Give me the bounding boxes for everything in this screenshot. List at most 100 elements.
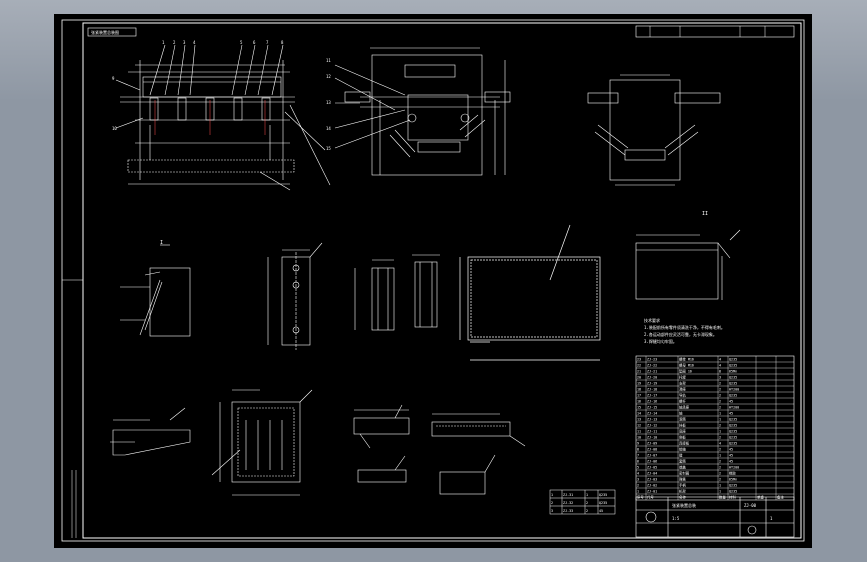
- title-block-drawing-no: ZJ-00: [744, 503, 757, 508]
- parts-table-cell: 2: [719, 466, 721, 470]
- parts-table-cell: Q235: [729, 382, 737, 386]
- detail-1-label: I: [160, 240, 163, 246]
- small-table-cell: 1: [551, 493, 553, 497]
- parts-table-cell: 20: [637, 376, 641, 380]
- seal-icon: [747, 525, 757, 535]
- parts-table-cell: ZJ-15: [647, 406, 657, 410]
- part-angle-bracket[interactable]: [635, 229, 741, 300]
- small-table-cell: Q235: [599, 493, 607, 497]
- parts-table-cell: ZJ-20: [647, 376, 657, 380]
- parts-table-cell: 手柄: [679, 483, 686, 488]
- part-wedge[interactable]: [110, 407, 191, 456]
- detail-2-label: II: [702, 211, 708, 217]
- front-view-assembly[interactable]: [115, 44, 331, 191]
- parts-table-cell: 挡板: [679, 423, 686, 428]
- parts-table-cell: 45: [729, 454, 733, 458]
- outer-border: [61, 19, 805, 542]
- part-large-plate[interactable]: [459, 224, 601, 361]
- parts-table-cell: ZJ-01: [647, 490, 657, 494]
- svg-text:8: 8: [281, 40, 284, 45]
- svg-text:15: 15: [326, 146, 331, 151]
- parts-table-cell: 导轨: [679, 393, 686, 398]
- hidden-lines: [154, 100, 266, 135]
- parts-table-cell: Q235: [729, 490, 737, 494]
- parts-table-cell: 11: [637, 430, 641, 434]
- parts-table-cell: 螺母 M16: [679, 363, 694, 368]
- parts-table-cell: ZJ-04: [647, 472, 657, 476]
- parts-table-cell: 2: [719, 448, 721, 452]
- part-long-plate[interactable]: [267, 242, 323, 350]
- parts-table-cell: ZJ-13: [647, 418, 657, 422]
- parts-table-cell: 6: [637, 460, 639, 464]
- section-view-middle[interactable]: [334, 47, 511, 176]
- small-table-cell: ZJ-33: [563, 509, 573, 513]
- title-block[interactable]: [635, 496, 795, 538]
- parts-table-cell: 1: [719, 430, 721, 434]
- parts-table-cell: ZJ-22: [647, 364, 657, 368]
- note-line-1: 1.装配前所有零件须清洗干净，不得有毛刺。: [644, 324, 725, 330]
- parts-table-cell: 22: [637, 364, 641, 368]
- parts-table-cell: 45: [729, 412, 733, 416]
- small-table-cell: 2: [551, 501, 553, 505]
- svg-text:4: 4: [193, 40, 196, 45]
- parts-table-cell: 端盖: [679, 465, 686, 470]
- parts-table-cell: 1: [719, 490, 721, 494]
- parts-table-cell: 4: [719, 358, 721, 362]
- parts-table-cell: 8: [637, 448, 639, 452]
- parts-table-cell: 4: [719, 364, 721, 368]
- parts-table-cell: 14: [637, 412, 641, 416]
- parts-table-cell: 65Mn: [729, 478, 737, 482]
- parts-table-cell: 45: [729, 460, 733, 464]
- small-table-cell: Q235: [599, 501, 607, 505]
- part-rail[interactable]: [431, 413, 526, 495]
- note-line-3: 3.焊缝均匀牢固。: [644, 338, 677, 344]
- parts-table-cell: 机架: [679, 489, 686, 494]
- parts-table-cell: ZJ-12: [647, 424, 657, 428]
- parts-table-cell: 螺杆: [679, 399, 686, 404]
- parts-table-cell: 21: [637, 370, 641, 374]
- title-block-sheet: 1: [770, 516, 773, 521]
- parts-table-cell: HT200: [729, 406, 739, 410]
- title-block-name: 张紧装置总装: [672, 502, 696, 508]
- parts-table-cell: 1: [719, 412, 721, 416]
- parts-table-cell: 2: [719, 394, 721, 398]
- parts-table-cell: 7: [637, 454, 639, 458]
- parts-table-cell: ZJ-03: [647, 478, 657, 482]
- part-base-frame[interactable]: [211, 389, 313, 496]
- part-channel[interactable]: [354, 254, 440, 331]
- parts-table-cell: 2: [719, 478, 721, 482]
- parts-table-cell: 支架: [679, 381, 686, 386]
- inner-border: [82, 22, 802, 539]
- parts-table-cell: Q235: [729, 376, 737, 380]
- parts-table-cell: Q235: [729, 394, 737, 398]
- parts-table-cell: Q235: [729, 424, 737, 428]
- parts-table-cell: ZJ-09: [647, 442, 657, 446]
- revision-box: [635, 25, 795, 38]
- parts-table-cell: 2: [719, 472, 721, 476]
- parts-table-cell: 弹簧: [679, 477, 686, 482]
- small-table-cell: ZJ-31: [563, 493, 573, 497]
- parts-table-cell: 1: [719, 454, 721, 458]
- parts-table-cell: 4: [719, 442, 721, 446]
- detail-view-1[interactable]: [120, 244, 191, 337]
- side-view-right[interactable]: [587, 74, 721, 186]
- parts-table-cell: HT200: [729, 388, 739, 392]
- parts-table-cell: 12: [637, 424, 641, 428]
- parts-table-cell: 45: [729, 400, 733, 404]
- parts-table-cell: 轴: [679, 411, 683, 416]
- parts-table-cell: Q235: [729, 364, 737, 368]
- parts-table-cell: ZJ-10: [647, 436, 657, 440]
- parts-table-cell: 销轴: [679, 447, 686, 452]
- parts-table-cell: 1: [719, 418, 721, 422]
- small-parts-table[interactable]: [549, 489, 616, 515]
- parts-table-cell: ZJ-07: [647, 454, 657, 458]
- parts-table-cell: ZJ-16: [647, 400, 657, 404]
- part-small-block[interactable]: [353, 404, 410, 483]
- parts-table-cell: ZJ-23: [647, 358, 657, 362]
- small-table-cell: 2: [586, 509, 588, 513]
- svg-text:5: 5: [240, 40, 243, 45]
